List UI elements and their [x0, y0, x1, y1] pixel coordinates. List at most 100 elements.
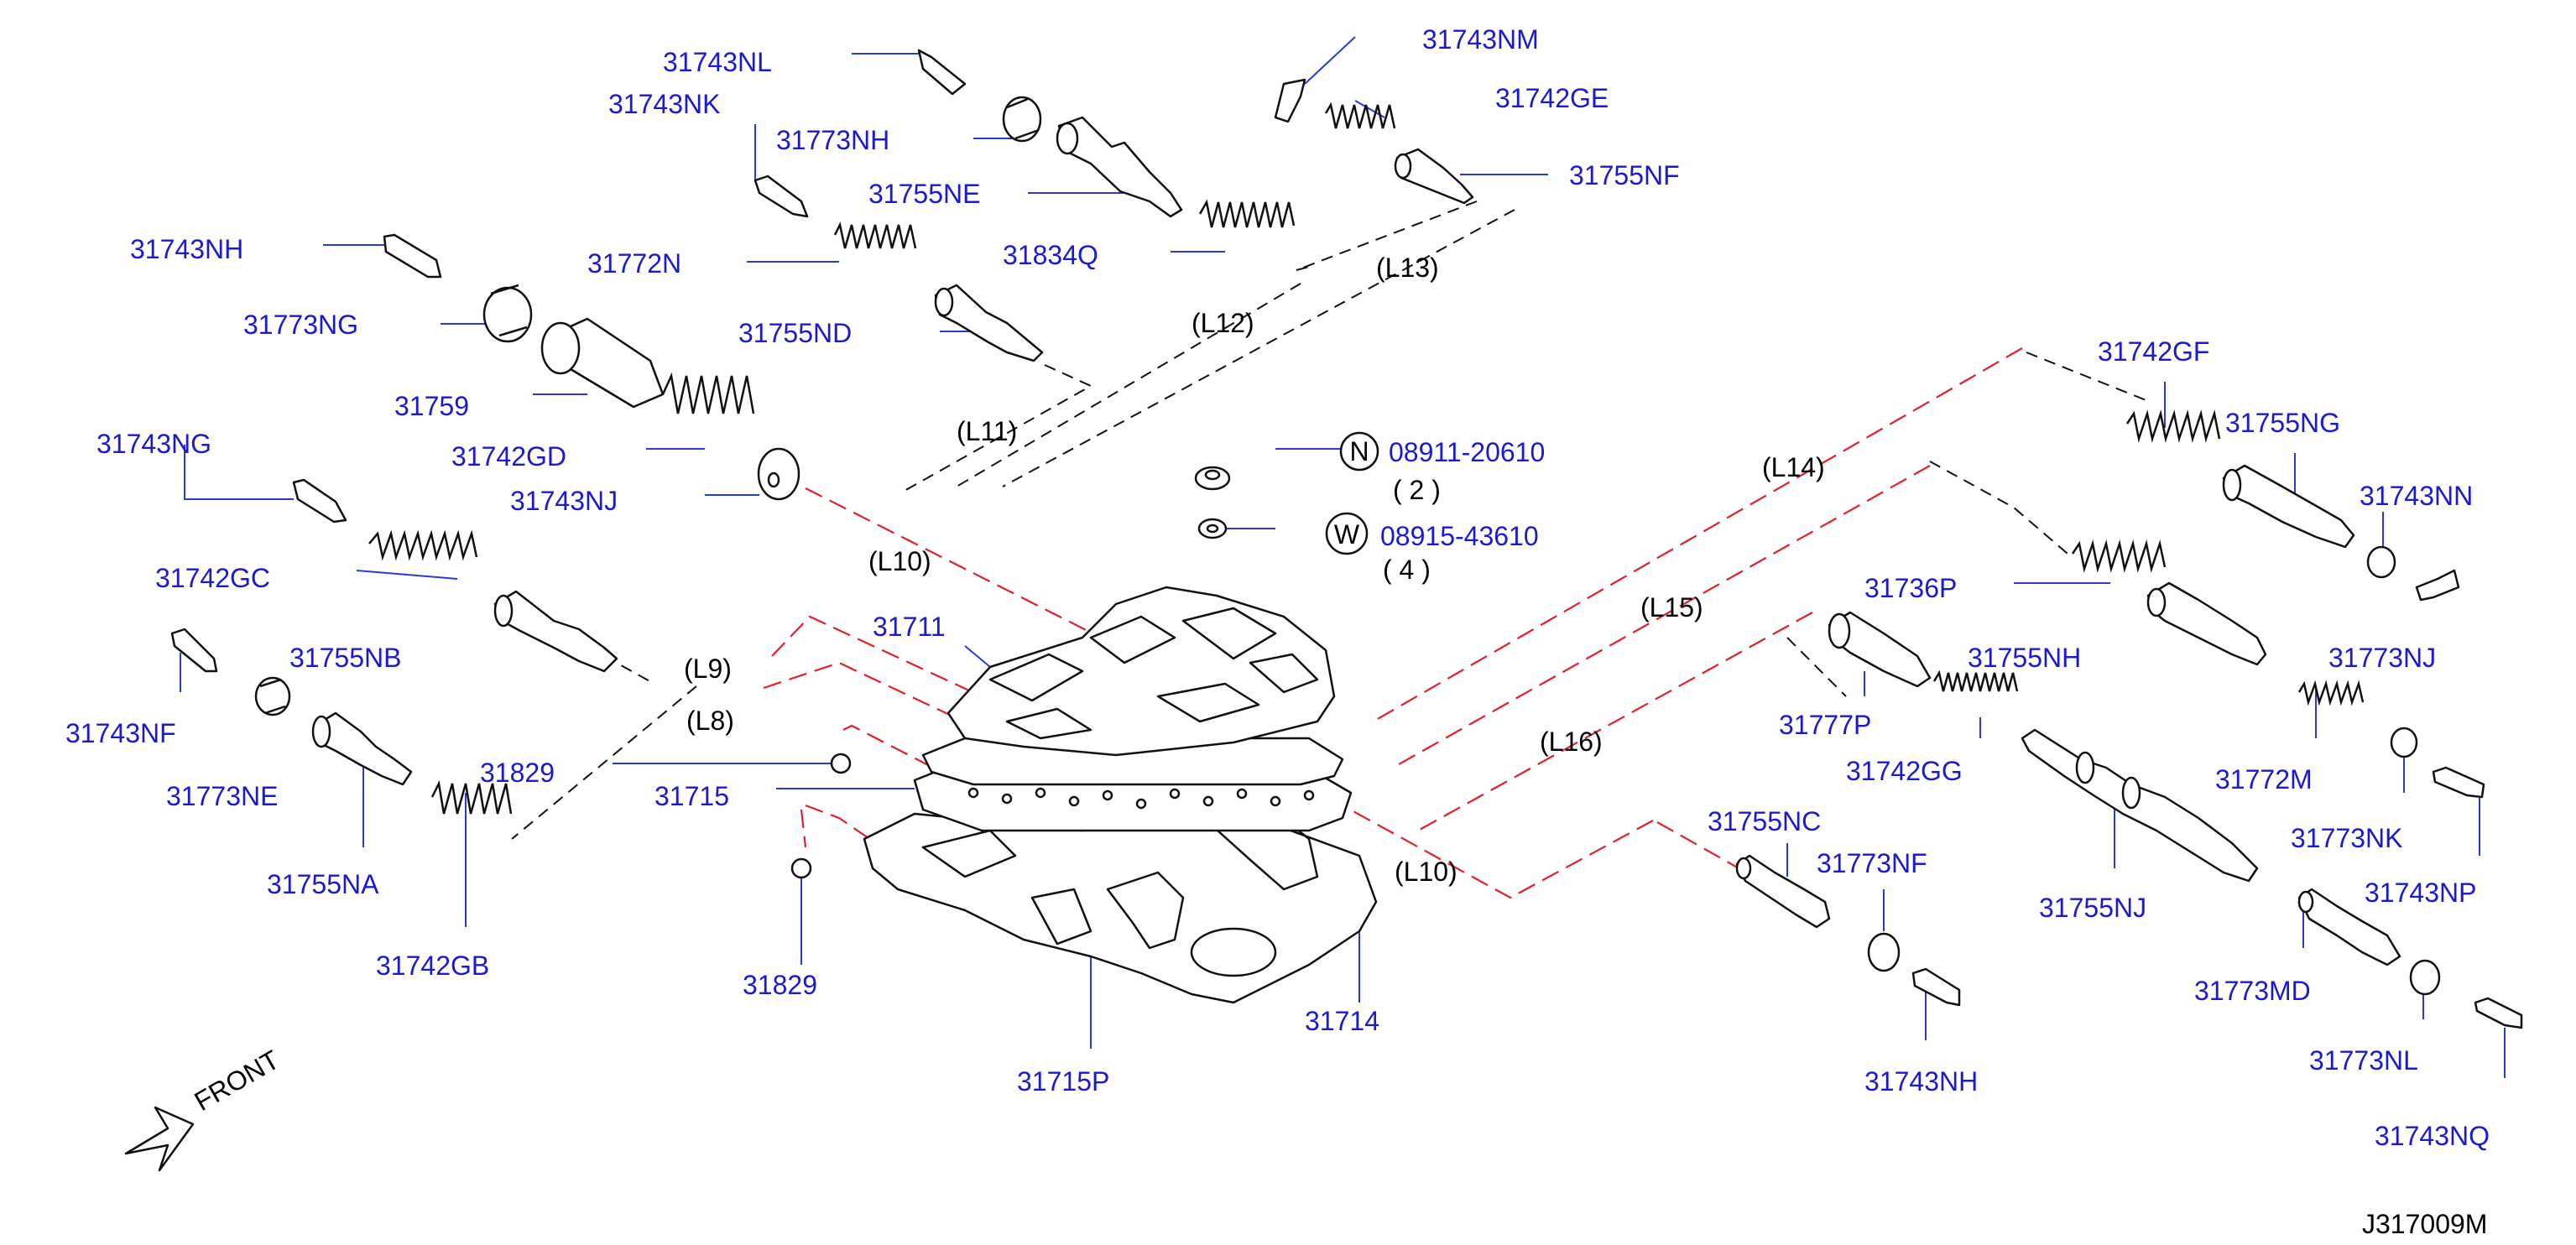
- plug-31773nk: [2390, 727, 2418, 758]
- line-l14: (L14): [1762, 452, 1825, 482]
- retainer-plate-31743nk: [754, 175, 809, 218]
- line-identifiers: (L13) (L12) (L11) (L10) (L9) (L8) (L14) …: [684, 253, 1825, 887]
- label-31773nf: 31773NF: [1817, 848, 1927, 878]
- valve-spool-31755na: [311, 711, 413, 786]
- washer-symbol: W: [1334, 519, 1360, 550]
- spring-31742gd: [661, 372, 755, 414]
- label-31742gf: 31742GF: [2098, 336, 2209, 367]
- retainer-plate-31743nl: [917, 49, 967, 96]
- label-31755ng: 31755NG: [2225, 408, 2340, 438]
- label-31743nl: 31743NL: [663, 47, 772, 77]
- sleeve-31759: [540, 317, 665, 409]
- plug-31743nj: [757, 447, 800, 501]
- label-31743nn: 31743NN: [2360, 481, 2473, 511]
- label-31755nb: 31755NB: [289, 643, 401, 673]
- label-31743nf: 31743NF: [65, 718, 176, 748]
- spring-31742gf: [2125, 409, 2221, 443]
- label-31755nf: 31755NF: [1569, 160, 1680, 190]
- retainer-plate-31743nm: [1274, 78, 1306, 123]
- retainer-plate-31743nh-upper: [383, 233, 442, 279]
- upper-left-parts: [170, 49, 1474, 815]
- washer-symbol-circle: [1325, 512, 1369, 555]
- line-l11: (L11): [957, 416, 1017, 446]
- label-31772m: 31772M: [2215, 764, 2313, 794]
- plug-31773ne: [254, 676, 291, 716]
- line-l9: (L9): [684, 654, 732, 684]
- washer-quantity: ( 4 ): [1383, 555, 1431, 585]
- label-31834q: 31834Q: [1003, 240, 1098, 270]
- nut-08911-20610: [1194, 466, 1231, 491]
- nut-symbol: N: [1349, 436, 1369, 466]
- washer-part-number: 08915-43610: [1380, 521, 1539, 551]
- front-label: FRONT: [190, 1044, 284, 1117]
- nut-symbol-circle: [1339, 431, 1379, 471]
- label-31829-a: 31829: [480, 758, 555, 788]
- label-31743nk: 31743NK: [608, 89, 720, 119]
- spring-31742gg: [1932, 669, 2019, 692]
- label-31742gc: 31742GC: [155, 563, 270, 593]
- label-31743np: 31743NP: [2365, 878, 2476, 908]
- label-31755nc: 31755NC: [1708, 806, 1821, 836]
- label-31742gg: 31742GG: [1846, 756, 1963, 786]
- retainer-plate-31743nf: [170, 628, 218, 673]
- label-31773md: 31773MD: [2194, 976, 2311, 1006]
- plug-31773ng: [482, 284, 533, 343]
- valve-spool-31755nh: [2146, 581, 2267, 666]
- line-l8: (L8): [686, 706, 734, 736]
- label-31714: 31714: [1305, 1006, 1379, 1036]
- label-31743nh-lower: 31743NH: [1864, 1066, 1978, 1097]
- sleeve-31777p: [1828, 611, 1932, 688]
- label-31755nh: 31755NH: [1968, 643, 2081, 673]
- label-31743nq: 31743NQ: [2375, 1121, 2490, 1151]
- check-ball-31829-b: [790, 857, 812, 879]
- diagram-reference: J317009M: [2362, 1209, 2487, 1239]
- valve-spool-31755ng: [2222, 464, 2355, 549]
- plug-31773nl: [2409, 959, 2441, 996]
- spring-31742gc: [368, 529, 478, 561]
- spring-31834q: [1198, 199, 1296, 228]
- label-31773nl: 31773NL: [2309, 1045, 2418, 1076]
- label-31736p: 31736P: [1864, 573, 1957, 603]
- front-direction-indicator: FRONT: [124, 1044, 284, 1172]
- valve-spool-31755nj: [2021, 728, 2259, 883]
- upper-valve-body-31711: [946, 586, 1336, 757]
- label-31759: 31759: [394, 391, 469, 421]
- retainer-plate-31743nh-lower: [1911, 967, 1961, 1007]
- right-side-parts: [1735, 409, 2523, 1029]
- line-l12: (L12): [1192, 308, 1254, 338]
- nut-quantity: ( 2 ): [1393, 475, 1441, 505]
- label-31755ne: 31755NE: [868, 179, 980, 209]
- valve-body-assembly: [790, 466, 1378, 1004]
- label-31743ng: 31743NG: [96, 429, 211, 459]
- retainer-plate-31743ng: [292, 478, 347, 524]
- label-31742gb: 31742GB: [376, 951, 489, 981]
- label-31743nj: 31743NJ: [510, 486, 618, 516]
- valve-spool-31755nd: [934, 284, 1044, 362]
- valve-spool-31755nb: [493, 590, 618, 673]
- spring-31772n: [833, 221, 917, 249]
- nut-part-number: 08911-20610: [1389, 437, 1545, 467]
- label-31773nk: 31773NK: [2291, 823, 2402, 853]
- washer-08915-43610: [1197, 518, 1228, 539]
- label-31773ne: 31773NE: [166, 781, 278, 811]
- label-31715p: 31715P: [1017, 1066, 1109, 1097]
- label-31742ge: 31742GE: [1495, 83, 1609, 113]
- retainer-plate-31743nn: [2415, 569, 2460, 602]
- part-labels: 31743NL 31743NK 31773NH 31755NE 31743NM …: [65, 24, 2490, 1151]
- label-31772n: 31772N: [587, 248, 681, 279]
- black-dashed-lines: [511, 201, 2149, 840]
- check-ball-31829-a: [830, 753, 852, 774]
- line-l16: (L16): [1540, 727, 1603, 757]
- plug-31773nf: [1867, 932, 1901, 972]
- retainer-plate-31743nq: [2474, 997, 2523, 1029]
- valve-spool-31755nf: [1394, 148, 1474, 205]
- label-31743nm: 31743NM: [1422, 24, 1539, 55]
- label-31829-b: 31829: [743, 970, 817, 1000]
- spring-31772m: [2297, 680, 2365, 706]
- label-31755nj: 31755NJ: [2039, 893, 2146, 923]
- plug-31773nh: [1002, 96, 1042, 143]
- valve-spool-31755nc: [1735, 854, 1831, 929]
- plug-31773nj: [2366, 545, 2396, 579]
- label-31773nj: 31773NJ: [2328, 643, 2436, 673]
